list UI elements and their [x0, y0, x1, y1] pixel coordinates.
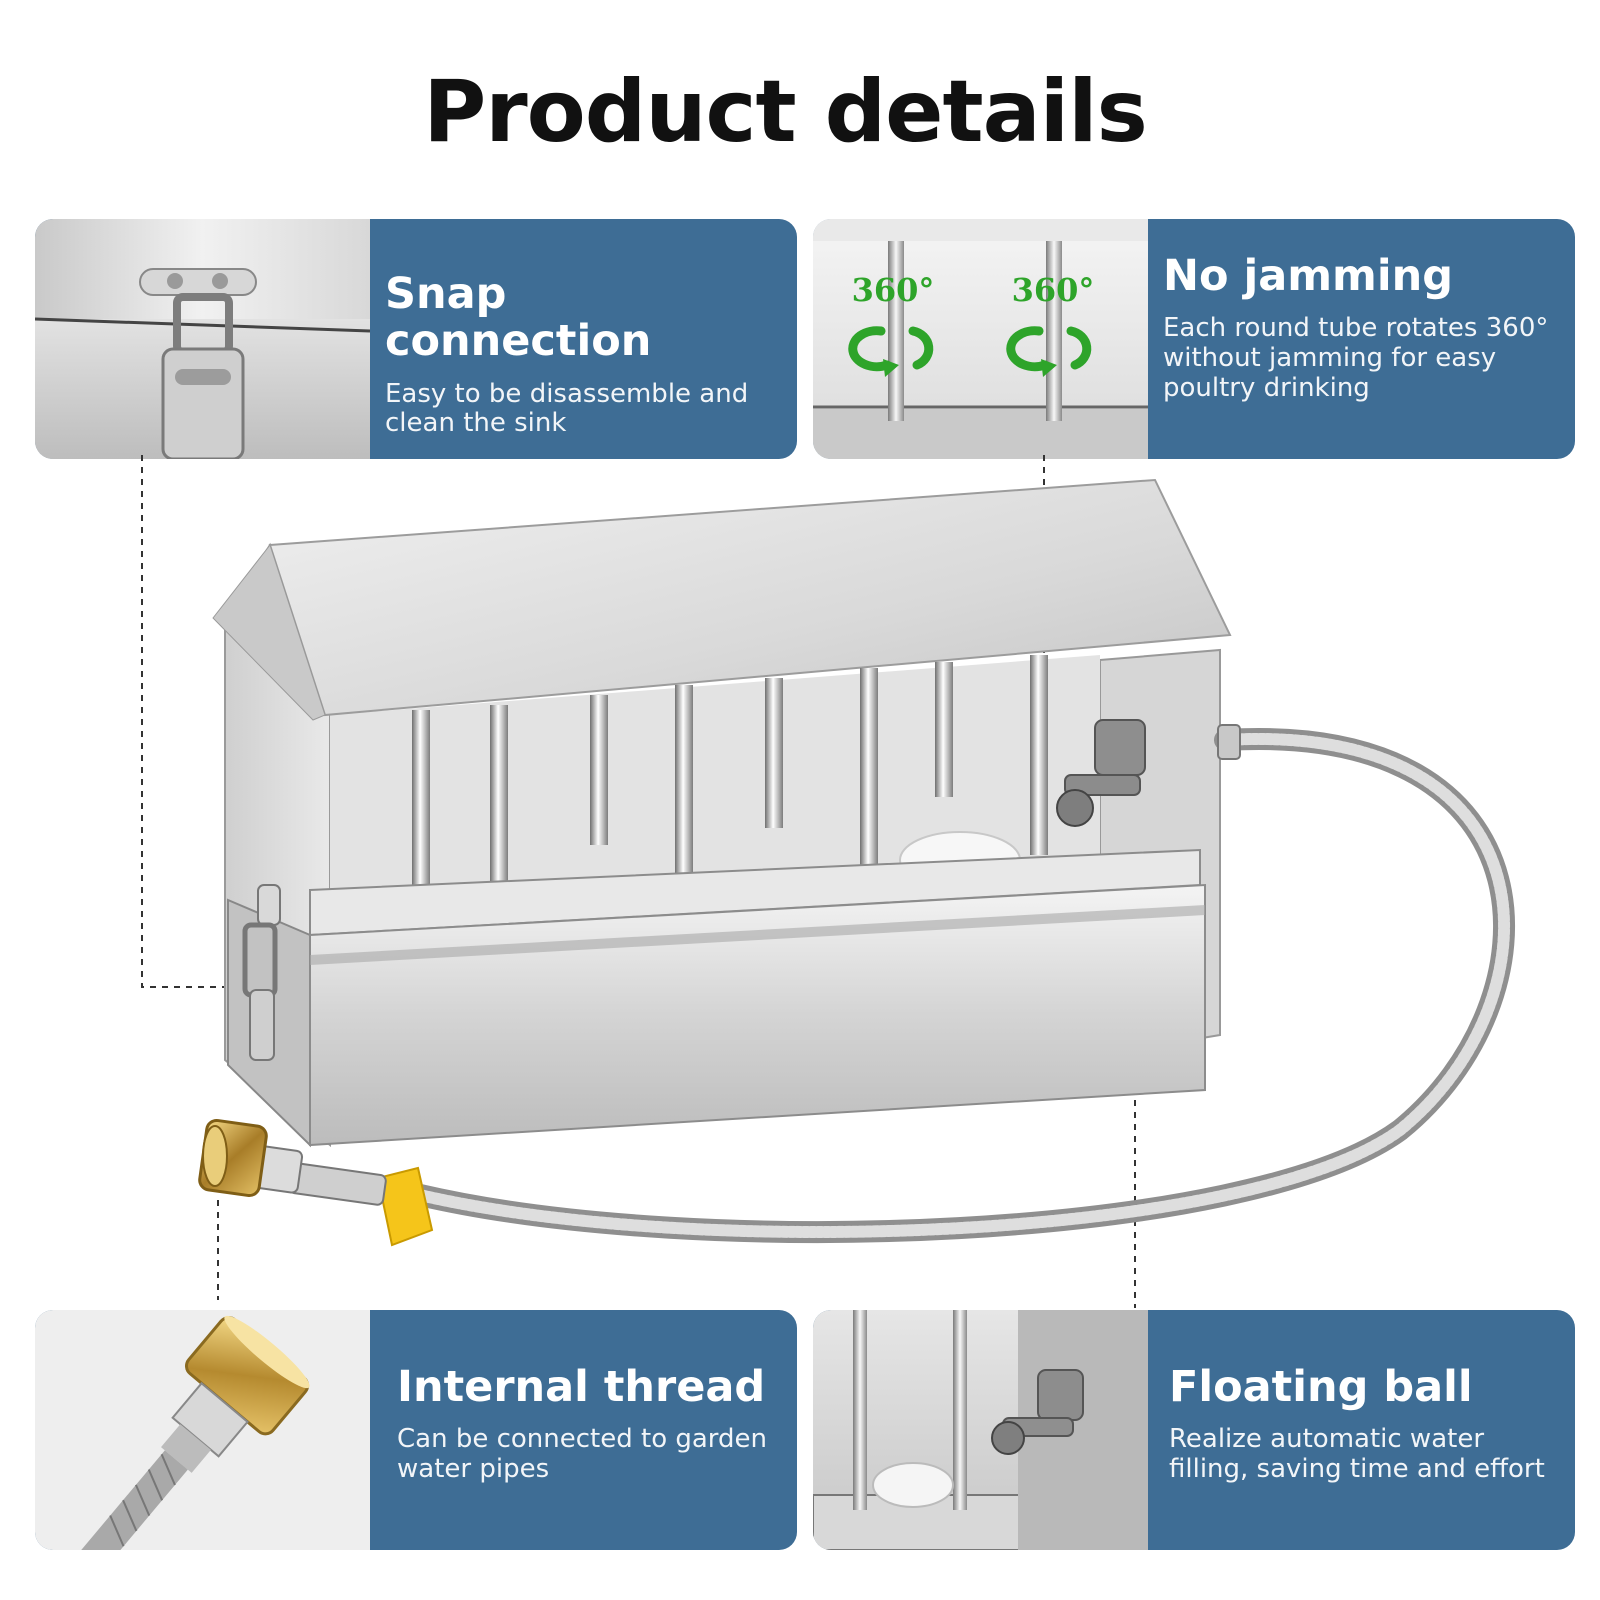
hose-connector — [198, 1118, 434, 1247]
latch — [242, 884, 281, 1061]
leader-lines — [141, 455, 1136, 1308]
latch-icon — [139, 268, 257, 459]
feature-heading: No jamming — [1163, 251, 1453, 301]
feature-text: No jamming Each round tube rotates 360° … — [1163, 219, 1559, 459]
feature-description: Can be connected to garden water pipes — [397, 1424, 768, 1485]
float-valve-photo — [813, 1310, 1148, 1550]
feature-card-internal-thread: Internal thread Can be connected to gard… — [35, 1310, 797, 1550]
feature-card-snap-connection: Snap connection Easy to be disassemble a… — [35, 219, 797, 459]
feature-text: Snap connection Easy to be disassemble a… — [385, 219, 781, 459]
feature-description: Each round tube rotates 360° without jam… — [1163, 313, 1549, 404]
feature-heading: Snap connection — [385, 269, 652, 367]
rotate-icon — [848, 326, 1092, 372]
feature-card-no-jamming: 360° 360° No jamming Each round tube rot… — [813, 219, 1575, 459]
page-title: Product details — [423, 62, 1148, 162]
brass-fitting-icon — [55, 1315, 310, 1550]
brass-fitting-photo — [35, 1310, 370, 1550]
feature-description: Easy to be disassemble and clean the sin… — [385, 378, 749, 439]
float-valve-icon — [872, 1369, 1084, 1508]
rotation-label: 360° — [852, 271, 935, 309]
latch-closeup-photo — [35, 219, 370, 459]
feature-description: Realize automatic water filling, saving … — [1169, 1424, 1545, 1485]
braided-hose — [409, 724, 1516, 1244]
feature-text: Floating ball Realize automatic water fi… — [1163, 1310, 1559, 1550]
float-valve — [899, 719, 1146, 889]
feature-heading: Internal thread — [397, 1362, 766, 1412]
feature-text: Internal thread Can be connected to gard… — [385, 1310, 781, 1550]
rotating-tubes — [412, 655, 1048, 960]
rotation-label: 360° — [1012, 271, 1095, 309]
rotating-tubes-photo: 360° 360° — [813, 219, 1148, 459]
feature-card-floating-ball: Floating ball Realize automatic water fi… — [813, 1310, 1575, 1550]
feature-heading: Floating ball — [1169, 1362, 1473, 1412]
